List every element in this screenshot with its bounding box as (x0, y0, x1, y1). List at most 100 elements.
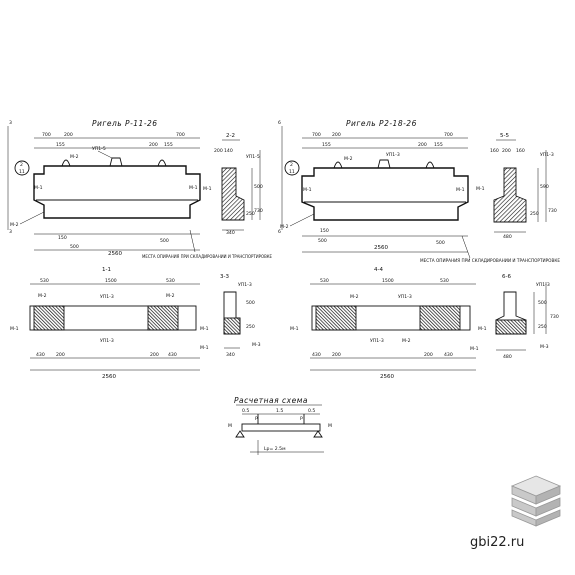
sec55-dim-160a: 160 (490, 148, 499, 154)
scheme-load-left: P (255, 416, 258, 422)
scheme-span-b: 1.5 (276, 408, 283, 414)
scheme-load-right: P (300, 416, 303, 422)
sec11-dim-430b: 430 (168, 352, 177, 358)
sec11-m1-left: М-1 (10, 326, 19, 332)
r2-m2-label: М-2 (344, 156, 353, 162)
sec22-dim-250: 250 (246, 211, 255, 217)
sec66-m3: М-3 (540, 344, 549, 350)
section-mark-6-top: 6 (278, 120, 281, 126)
sec11-dim-200b: 200 (150, 352, 159, 358)
sec11-dim-430a: 430 (36, 352, 45, 358)
sec55-dim-160b: 160 (516, 148, 525, 154)
sec55-tag: УП1-3 (540, 152, 554, 158)
sec55-w: 480 (503, 234, 512, 240)
sec44-dim-200a: 200 (332, 352, 341, 358)
section-5-5: 5-5 УП1-3 М-1 160 200 160 590 730 250 48… (476, 133, 557, 240)
sec11-tag-top: УП1-3 (100, 294, 114, 300)
r1-dim-150: 150 (58, 235, 67, 241)
gbi-logo-icon (510, 475, 562, 527)
r1-m2-left: М-2 (10, 222, 19, 228)
r1-axis-sub: 11 (19, 169, 25, 175)
sec66-dim-250: 250 (538, 324, 547, 330)
r1-m1-left: М-1 (34, 185, 43, 191)
sec22-tag: УП1-5 (246, 154, 260, 160)
sec22-dim-200: 200 (214, 148, 223, 154)
section-1-1: 1-1 530 1500 530 М-2 УП1-3 М-2 М-1 М-1 У… (10, 267, 209, 380)
sec33-tag: УП1-3 (238, 282, 252, 288)
r1-dim-155b: 155 (164, 142, 173, 148)
sec44-dim-200b: 200 (424, 352, 433, 358)
sec55-dim-590: 590 (540, 184, 549, 190)
r1-m2-label: М-2 (70, 154, 79, 160)
sec11-tag-bottom: УП1-3 (100, 338, 114, 344)
site-watermark[interactable]: gbi22.ru (470, 535, 525, 550)
r1-dim-200a: 200 (64, 132, 73, 138)
scheme-span-a: 0.5 (242, 408, 249, 414)
sec66-w: 480 (503, 354, 512, 360)
r2-dim-700-right: 700 (444, 132, 453, 138)
r2-dim-200b: 200 (418, 142, 427, 148)
r1-dim-500-right: 500 (160, 238, 169, 244)
section-4-4: 4-4 530 1500 530 М-2 УП1-3 М-1 М-1 УП1-3… (290, 267, 479, 380)
sec44-m1-right: М-1 (470, 346, 479, 352)
sec44-dim-430b: 430 (444, 352, 453, 358)
support-note-right: МЕСТА ОПИРАНИЯ ПРИ СКЛАДИРОВАНИИ И ТРАНС… (420, 235, 560, 264)
rigel2-elevation: 6 Ригель Р2-18-26 700 200 155 200 155 70… (278, 119, 469, 253)
rigel2-title: Ригель Р2-18-26 (346, 119, 417, 128)
sec44-dim-530b: 530 (440, 278, 449, 284)
sec11-dim-530b: 530 (166, 278, 175, 284)
sec55-title: 5-5 (500, 133, 509, 139)
section-3-3: 3-3 УП1-3 500 250 М-1 М-3 340 (200, 274, 261, 358)
r2-dim-155b: 155 (434, 142, 443, 148)
section-mark-3-bottom: 3 (9, 229, 12, 235)
scheme-span-c: 0.5 (308, 408, 315, 414)
r2-length: 2560 (374, 245, 388, 251)
sec11-m2-right: М-2 (166, 293, 175, 299)
r2-dim-200a: 200 (332, 132, 341, 138)
sec44-m1-left: М-1 (290, 326, 299, 332)
sec22-dim-140: 140 (224, 148, 233, 154)
sec66-tag: УП1-3 (536, 282, 550, 288)
r2-loop-label: УП1-3 (386, 152, 400, 158)
r1-loop-label: УП1-5 (92, 146, 106, 152)
sec22-w: 340 (226, 230, 235, 236)
sec33-title: 3-3 (220, 274, 229, 280)
sec44-length: 2560 (380, 374, 394, 380)
rigel1-title: Ригель Р-11-26 (92, 119, 158, 128)
r2-dim-155a: 155 (322, 142, 331, 148)
r2-m1-left: М-1 (303, 187, 312, 193)
r2-m1-right: М-1 (456, 187, 465, 193)
sec44-dim-530a: 530 (320, 278, 329, 284)
r1-m1-right: М-1 (189, 185, 198, 191)
sec55-dim-250: 250 (530, 211, 539, 217)
support-note-right-text: МЕСТА ОПИРАНИЯ ПРИ СКЛАДИРОВАНИИ И ТРАНС… (420, 258, 560, 264)
scheme-length: Lр= 2.5м (264, 446, 286, 452)
sec22-m1: М-1 (203, 186, 212, 192)
r2-dim-150: 150 (320, 228, 329, 234)
sec33-m3: М-3 (252, 342, 261, 348)
calc-scheme: Расчетная схема 0.5 1.5 0.5 P P M M Lр= … (228, 396, 332, 455)
r2-axis-sub: 11 (289, 169, 295, 175)
sec22-dim-730: 730 (254, 208, 263, 214)
sec22-dim-500: 500 (254, 184, 263, 190)
scheme-title: Расчетная схема (234, 396, 308, 405)
section-6-6: 6-6 УП1-3 500 730 250 М-1 М-3 480 (478, 274, 559, 360)
sec44-title: 4-4 (374, 267, 383, 273)
r2-m2-left: М-2 (280, 224, 289, 230)
sec33-dim-500: 500 (246, 300, 255, 306)
section-mark-6-bottom: 6 (278, 229, 281, 235)
sec55-dim-730: 730 (548, 208, 557, 214)
scheme-moment-left: M (228, 423, 232, 429)
sec44-dim-430a: 430 (312, 352, 321, 358)
sec11-dim-530a: 530 (40, 278, 49, 284)
r1-dim-155a: 155 (56, 142, 65, 148)
r1-length: 2560 (108, 251, 122, 257)
sec44-dim-1500: 1500 (382, 278, 394, 284)
sec33-m1: М-1 (200, 326, 209, 332)
sec11-dim-1500: 1500 (105, 278, 117, 284)
support-note-left: МЕСТА ОПИРАНИЯ ПРИ СКЛАДИРОВАНИИ И ТРАНС… (142, 229, 272, 260)
sec44-tag-bottom: УП1-3 (370, 338, 384, 344)
rigel1-elevation: 3 Ригель Р-11-26 700 200 155 200 155 700… (7, 119, 201, 257)
sec11-m2-left: М-2 (38, 293, 47, 299)
sec44-tag-top: УП1-3 (398, 294, 412, 300)
